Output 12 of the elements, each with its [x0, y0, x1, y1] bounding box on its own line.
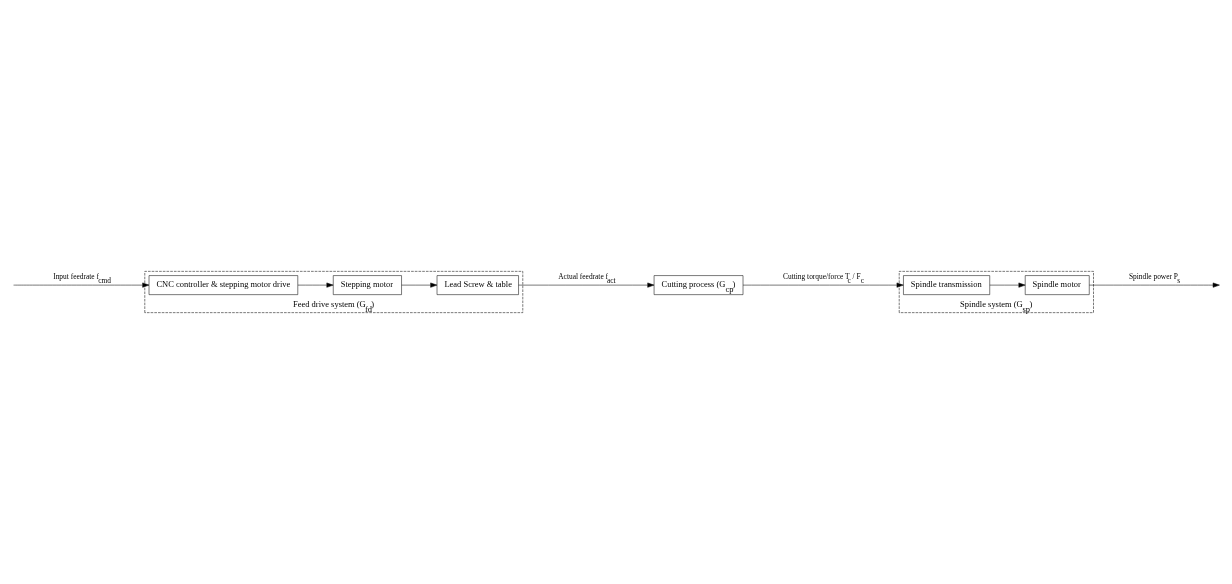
arrow — [297, 282, 333, 288]
node-box: Lead Screw & table — [436, 275, 519, 295]
node-box: CNC controller & stepping motor drive — [148, 275, 298, 295]
arrow — [1088, 282, 1220, 288]
arrow — [400, 282, 437, 288]
node-box: Stepping motor — [332, 275, 402, 295]
node-box: Spindle transmission — [902, 275, 990, 295]
arrow — [989, 282, 1025, 288]
node-box: Spindle motor — [1024, 275, 1090, 295]
arrow — [517, 282, 654, 288]
arrow — [12, 282, 149, 288]
arrow — [742, 282, 904, 288]
